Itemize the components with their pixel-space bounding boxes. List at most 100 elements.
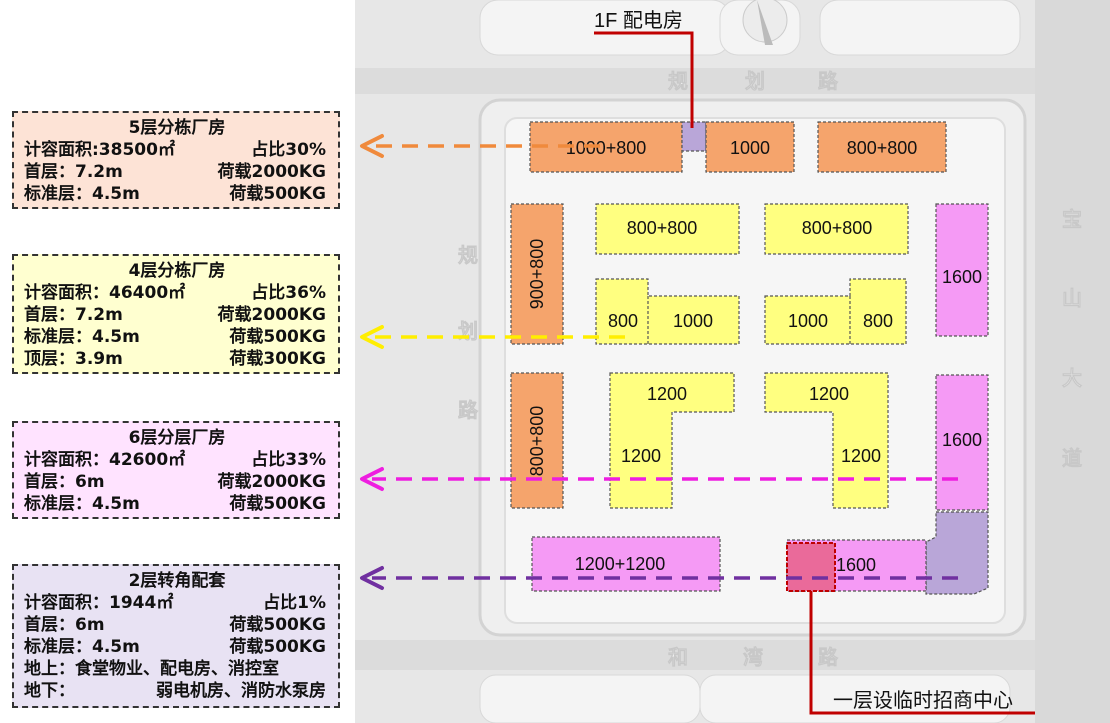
building-b13-b14 [609, 372, 735, 509]
road-left-char-1: 规 [458, 244, 478, 267]
building-b7-label: 1600 [942, 267, 982, 287]
right-road [1035, 0, 1110, 723]
building-b4 [510, 203, 564, 345]
legend-5f-title: 5层分栋厂房 [128, 118, 226, 138]
legend-2f-below-label: 地下： [24, 681, 75, 701]
legend-2f-area: 计容面积：1944㎡ [24, 593, 174, 613]
legend-6f-std-height: 标准层：4.5m [24, 494, 140, 514]
building-b14-label: 1200 [621, 446, 661, 466]
bottom-road [355, 640, 1035, 670]
legend-5f-std-height: 标准层：4.5m [24, 184, 140, 204]
legend-4f-row: 标准层：4.5m 荷载500KG [24, 326, 330, 348]
legend-5f-ground-height: 首层：7.2m [24, 162, 123, 182]
legend-4f-top-height: 顶层：3.9m [24, 349, 123, 369]
building-b2-label: 1000 [730, 138, 770, 158]
building-b15-label: 1200 [809, 384, 849, 404]
road-right-char-4: 道 [1062, 446, 1082, 470]
callout-bottom-line [809, 591, 1035, 715]
corner-facility [925, 511, 989, 595]
legend-2f-row: 地下： 弱电机房、消防水泵房 [24, 680, 330, 702]
road-right-char-2: 山 [1062, 287, 1082, 310]
legend-4f-ground-height: 首层：7.2m [24, 305, 123, 325]
building-b6 [764, 203, 909, 255]
legend-2f-std-load: 荷载500KG [229, 637, 326, 657]
building-b3-label: 800+800 [847, 138, 918, 158]
legend-4f-std-height: 标准层：4.5m [24, 327, 140, 347]
legend-4f-top-load: 荷载300KG [229, 349, 326, 369]
building-b17-label: 1600 [942, 430, 982, 450]
road-bottom-char-2: 湾 [743, 645, 763, 669]
building-b13-label: 1200 [647, 384, 687, 404]
arrow-4f-head [360, 325, 384, 349]
legend-2f-share: 占比1% [263, 593, 326, 613]
south-block-2 [699, 674, 1011, 723]
building-b9-label: 1000 [673, 311, 713, 331]
legend-2f-above-ground: 地上：食堂物业、配电房、消控室 [24, 659, 279, 679]
road-top-char-1: 规 [668, 70, 688, 93]
building-b15-b16 [764, 372, 889, 509]
building-b6-label: 800+800 [802, 218, 873, 238]
top-road [355, 68, 1110, 94]
building-b18 [531, 536, 721, 592]
legend-4f-row: 首层：7.2m 荷载2000KG [24, 304, 330, 326]
legend-5f-row: 首层：7.2m 荷载2000KG [24, 161, 330, 183]
road-bottom-char-3: 路 [818, 645, 839, 669]
building-b10-label: 1000 [788, 311, 828, 331]
legend-4f-title: 4层分栋厂房 [128, 261, 226, 281]
road-left-char-3: 路 [458, 398, 479, 422]
building-b1 [529, 121, 683, 173]
legend-4f-ground-load: 荷载2000KG [217, 305, 326, 325]
building-b19-label: 1600 [836, 555, 876, 575]
legend-5f-ground-load: 荷载2000KG [217, 162, 326, 182]
legend-6f-ground-load: 荷载2000KG [217, 472, 326, 492]
arrow-2f-head [360, 566, 384, 590]
callout-bottom-text: 一层设临时招商中心 [833, 689, 1013, 712]
building-b12 [510, 372, 564, 509]
legend-6f-row: 标准层：4.5m 荷载500KG [24, 493, 330, 515]
south-block [479, 674, 701, 723]
legend-2f-row: 标准层：4.5m 荷载500KG [24, 636, 330, 658]
legend-2f-ground-height: 首层：6m [24, 615, 105, 635]
legend-2f-row: 首层：6m 荷载500KG [24, 614, 330, 636]
road-top-char-3: 路 [818, 69, 839, 93]
building-b12-label: 800+800 [527, 406, 547, 477]
arrow-5f-head [360, 134, 384, 158]
road-right-char-3: 大 [1062, 367, 1082, 390]
building-b7 [935, 203, 989, 337]
building-b18-label: 1200+1200 [575, 554, 666, 574]
legend-2f-row: 地上：食堂物业、配电房、消控室 [24, 658, 330, 680]
building-b16-label: 1200 [841, 446, 881, 466]
power-room [681, 121, 707, 152]
legend-2f-row: 计容面积：1944㎡ 占比1% [24, 592, 330, 614]
legend-2f-below-ground: 弱电机房、消防水泵房 [156, 681, 326, 701]
building-b17 [935, 374, 989, 511]
building-b5-label: 800+800 [627, 218, 698, 238]
legend-6f-title: 6层分层厂房 [128, 428, 226, 448]
legend-2f-ground-load: 荷载500KG [229, 615, 326, 635]
legend-6f-std-load: 荷载500KG [229, 494, 326, 514]
callout-top-line [594, 31, 694, 128]
legend-4f-std-load: 荷载500KG [229, 327, 326, 347]
building-b2 [705, 121, 795, 173]
legend-6f-area: 计容面积：42600㎡ [24, 450, 186, 470]
building-b11-label: 800 [863, 311, 893, 331]
road-right-char-1: 宝 [1062, 207, 1082, 231]
legend-2f-std-height: 标准层：4.5m [24, 637, 140, 657]
legend-4f-area: 计容面积：46400㎡ [24, 283, 186, 303]
building-b5 [595, 203, 740, 255]
building-b8-label: 800 [608, 311, 638, 331]
road-left-char-2: 划 [458, 320, 478, 343]
legend-4f-row: 顶层：3.9m 荷载300KG [24, 348, 330, 370]
building-b1-label: 1000+800 [566, 138, 647, 158]
temp-sales-center [786, 542, 836, 592]
